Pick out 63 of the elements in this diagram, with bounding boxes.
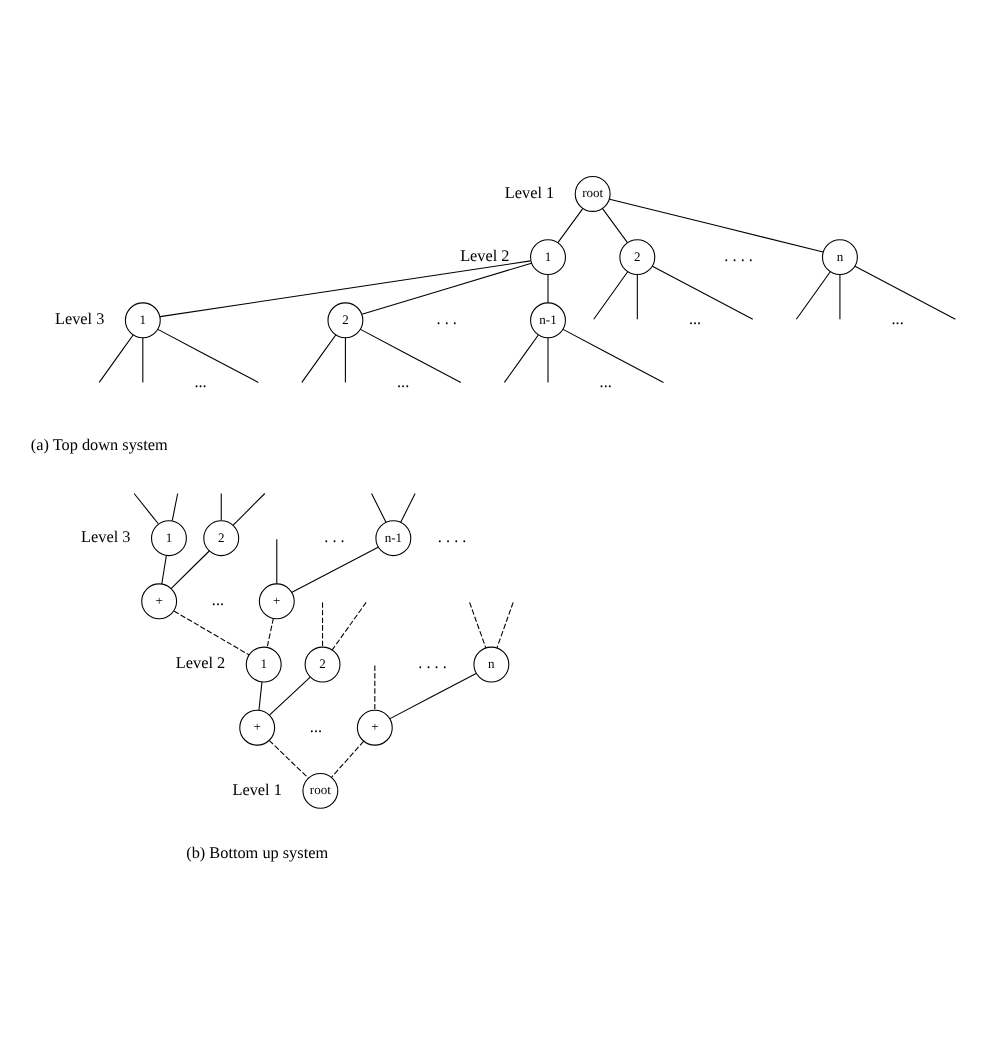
connector	[331, 740, 365, 778]
connector	[854, 265, 956, 320]
connector	[344, 337, 346, 383]
label: (a) Top down system	[30, 436, 168, 455]
connector	[371, 492, 387, 523]
label: . . .	[436, 310, 457, 329]
label: ...	[211, 591, 225, 610]
label: (b) Bottom up system	[186, 843, 329, 862]
label: . . . .	[724, 246, 753, 265]
connector	[142, 337, 144, 383]
connector	[171, 492, 179, 522]
label: ...	[688, 310, 702, 329]
label: . . .	[324, 527, 345, 546]
connector	[389, 673, 477, 720]
connector	[173, 610, 250, 656]
connector	[374, 665, 376, 711]
connector	[839, 274, 841, 320]
label: ...	[891, 310, 904, 329]
connector	[609, 198, 824, 253]
connector	[547, 274, 549, 304]
connector	[301, 334, 337, 383]
label: Level 1	[504, 183, 555, 202]
connector	[133, 492, 159, 525]
connector	[159, 260, 532, 318]
label: . . . .	[418, 654, 447, 673]
label: ...	[599, 373, 612, 392]
label: ...	[309, 717, 323, 736]
label: Level 1	[232, 780, 282, 799]
connector	[161, 555, 167, 585]
connector	[636, 274, 638, 320]
connector	[232, 492, 266, 526]
connector	[562, 328, 664, 383]
label: Level 2	[460, 246, 510, 265]
connector	[220, 492, 222, 521]
label: . . . .	[437, 527, 467, 546]
connector	[266, 617, 274, 648]
connector	[547, 337, 549, 383]
connector	[268, 740, 309, 779]
label: Level 2	[175, 654, 226, 673]
connector	[795, 271, 831, 320]
label: ...	[194, 373, 207, 392]
label: Level 3	[81, 527, 131, 546]
connector	[496, 601, 514, 649]
connector	[98, 334, 134, 383]
connector	[557, 208, 584, 244]
connector	[331, 601, 367, 651]
connector	[361, 262, 532, 315]
connector	[469, 601, 487, 649]
connector	[359, 328, 462, 383]
connector	[157, 328, 259, 383]
connector	[170, 550, 210, 590]
label: ...	[397, 373, 410, 392]
connector	[651, 265, 754, 320]
connector	[322, 601, 324, 648]
connector	[268, 676, 311, 716]
label: Level 3	[54, 310, 105, 329]
connector	[276, 538, 278, 585]
connector	[593, 271, 629, 320]
connector	[503, 334, 539, 383]
connector	[400, 492, 416, 523]
connector	[291, 546, 379, 593]
connector	[258, 681, 263, 711]
connector	[602, 208, 628, 244]
